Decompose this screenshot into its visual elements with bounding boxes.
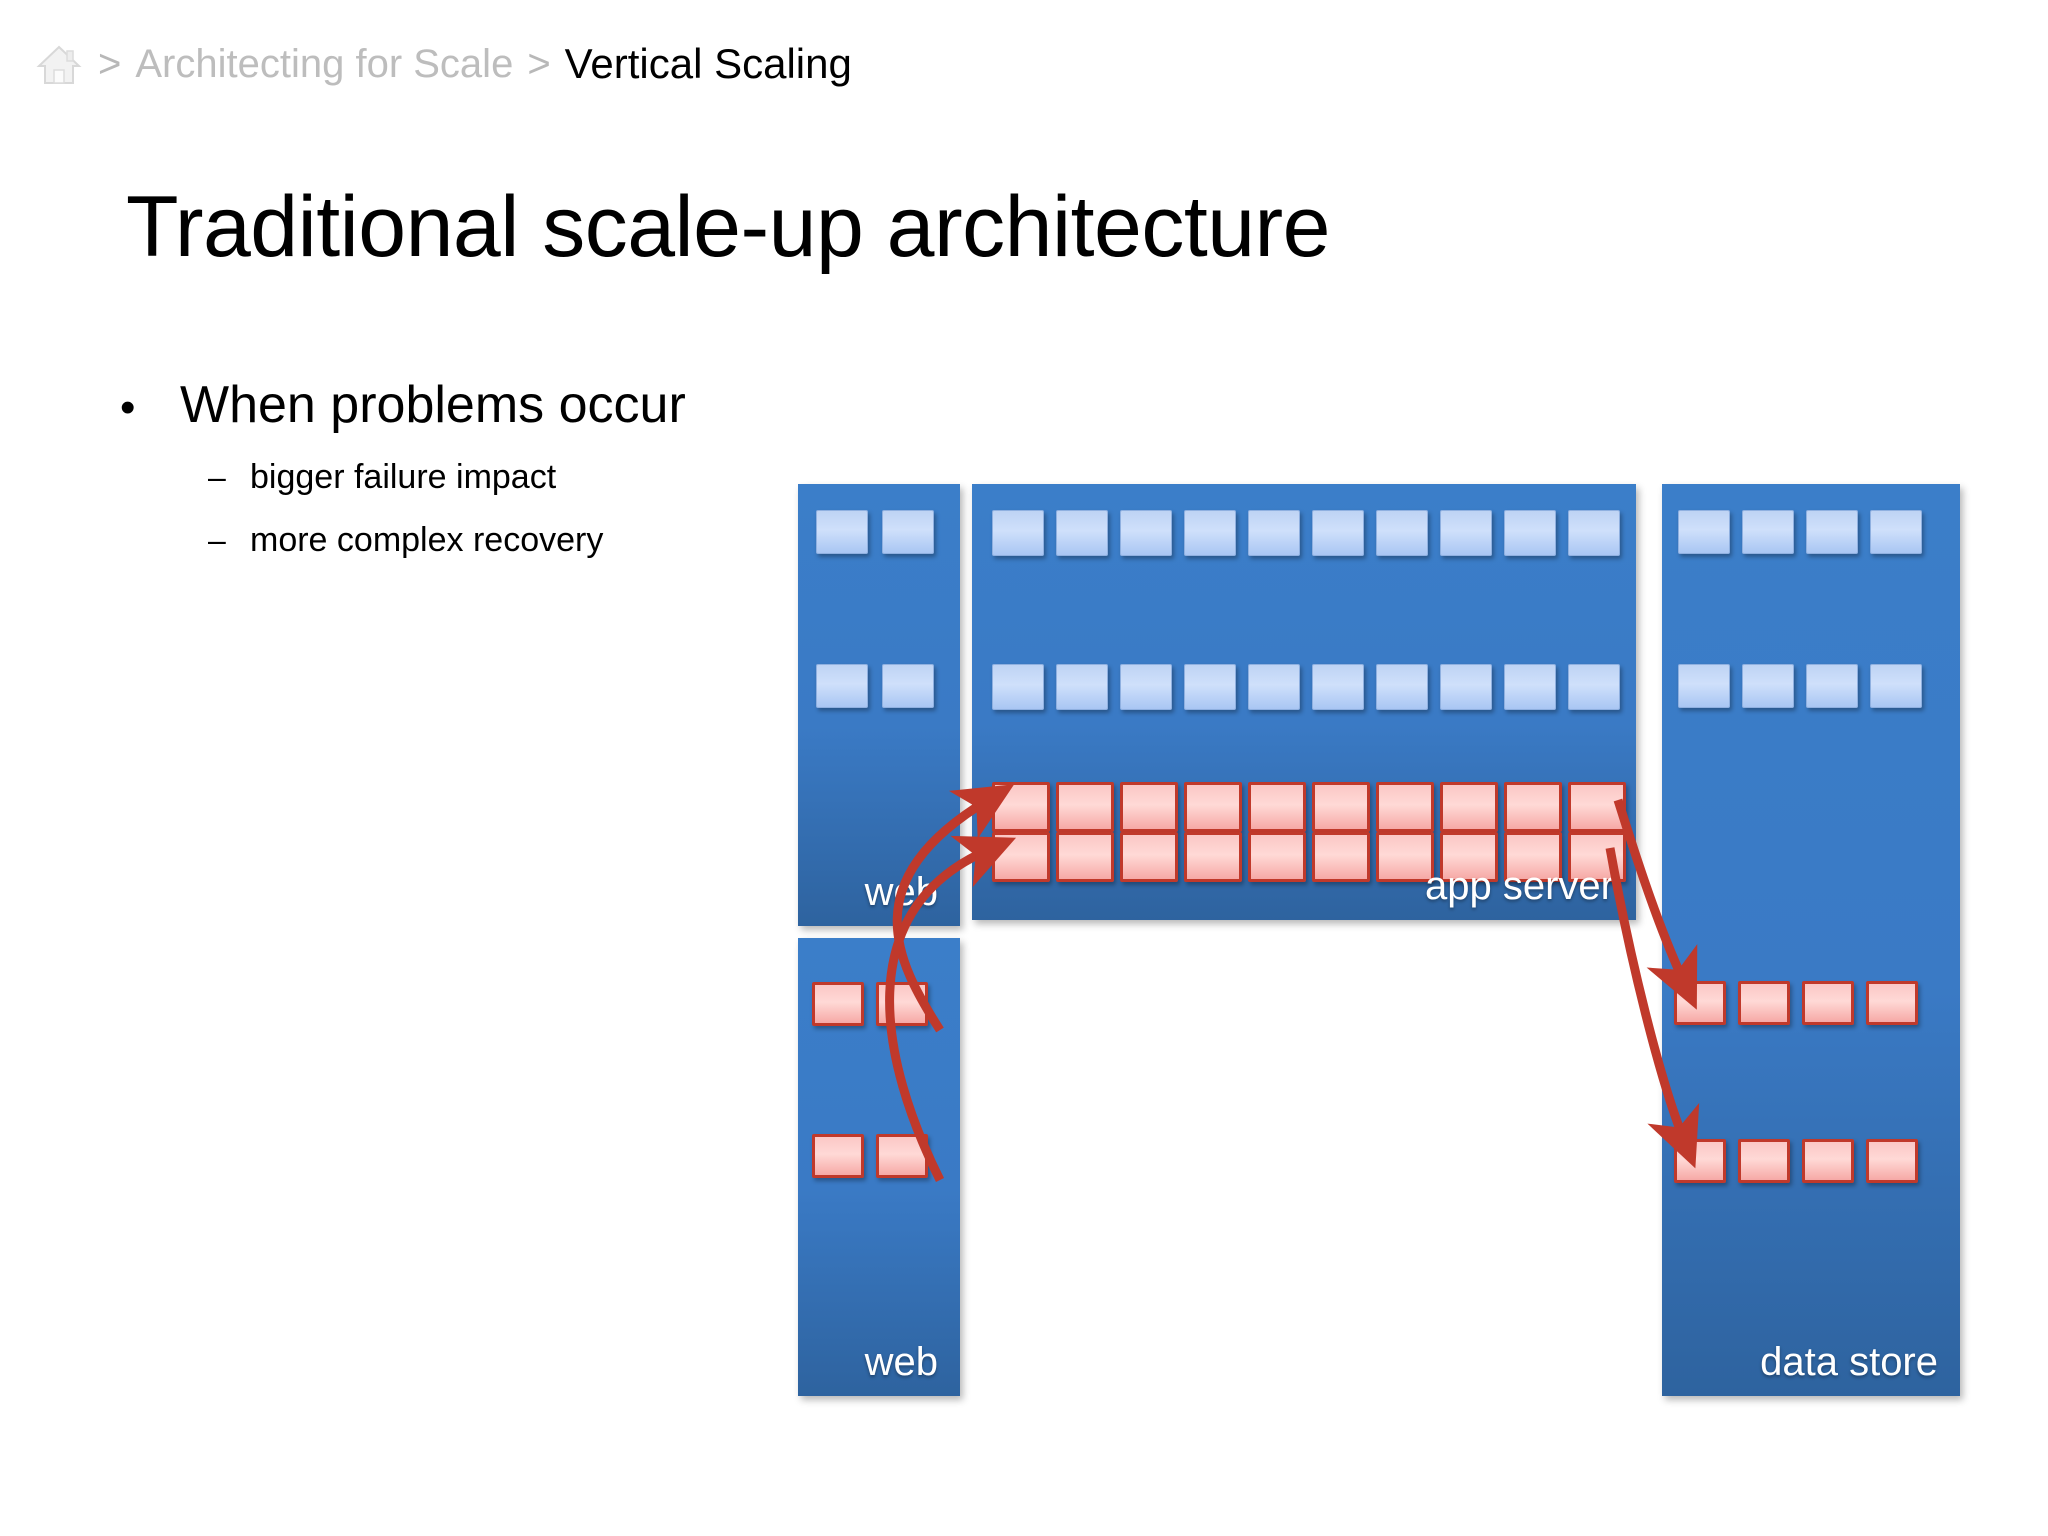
tile-ok[interactable] bbox=[1440, 510, 1492, 556]
tile-ok[interactable] bbox=[1742, 510, 1794, 554]
bullet-item-level1: • When problems occur bbox=[120, 378, 840, 433]
tile-failed[interactable] bbox=[1504, 782, 1562, 832]
tile-row bbox=[1678, 510, 1922, 554]
tile-failed[interactable] bbox=[1802, 981, 1854, 1025]
tile-failed[interactable] bbox=[1120, 782, 1178, 832]
tile-failed[interactable] bbox=[1440, 832, 1498, 882]
arrow-app-to-store-1 bbox=[1613, 798, 1698, 1010]
tile-ok[interactable] bbox=[882, 664, 934, 708]
bullet-marker: – bbox=[208, 458, 226, 495]
tile-ok[interactable] bbox=[1376, 664, 1428, 710]
tile-row bbox=[992, 782, 1626, 832]
tile-ok[interactable] bbox=[1504, 664, 1556, 710]
panel-label: web bbox=[864, 1340, 938, 1384]
tile-ok[interactable] bbox=[1056, 510, 1108, 556]
tile-failed[interactable] bbox=[1738, 981, 1790, 1025]
tile-row bbox=[1678, 664, 1922, 708]
breadcrumb-current: Vertical Scaling bbox=[564, 40, 852, 87]
bullet-text: bigger failure impact bbox=[250, 457, 557, 496]
tile-ok[interactable] bbox=[1504, 510, 1556, 556]
tile-row bbox=[992, 664, 1620, 710]
tile-failed[interactable] bbox=[1184, 832, 1242, 882]
tile-failed[interactable] bbox=[1248, 832, 1306, 882]
panel-label: data store bbox=[1760, 1340, 1938, 1384]
tile-ok[interactable] bbox=[1248, 664, 1300, 710]
tile-ok[interactable] bbox=[1678, 664, 1730, 708]
tile-row bbox=[816, 664, 934, 708]
tile-ok[interactable] bbox=[1678, 510, 1730, 554]
tile-ok[interactable] bbox=[882, 510, 934, 554]
tile-row bbox=[816, 510, 934, 554]
tile-row bbox=[992, 510, 1620, 556]
bullet-marker: – bbox=[208, 521, 226, 558]
tile-ok[interactable] bbox=[1120, 510, 1172, 556]
tile-ok[interactable] bbox=[1376, 510, 1428, 556]
breadcrumb-separator-2: > bbox=[527, 42, 551, 86]
bullet-marker: • bbox=[120, 383, 136, 432]
tile-failed[interactable] bbox=[1802, 1139, 1854, 1183]
bullet-item-level2: – more complex recovery bbox=[208, 520, 840, 559]
bullet-list: • When problems occur – bigger failure i… bbox=[120, 378, 840, 559]
tile-ok[interactable] bbox=[1806, 510, 1858, 554]
panel-web-upper[interactable]: web bbox=[798, 484, 960, 926]
tile-failed[interactable] bbox=[812, 1134, 864, 1178]
tile-ok[interactable] bbox=[992, 664, 1044, 710]
tile-failed[interactable] bbox=[1056, 832, 1114, 882]
tile-ok[interactable] bbox=[1870, 664, 1922, 708]
panel-label: app server bbox=[1425, 864, 1614, 908]
arrow-web-to-app-2 bbox=[885, 835, 1017, 1183]
tile-ok[interactable] bbox=[1742, 664, 1794, 708]
tile-failed[interactable] bbox=[1738, 1139, 1790, 1183]
tile-failed[interactable] bbox=[812, 982, 864, 1026]
tile-failed[interactable] bbox=[1312, 782, 1370, 832]
home-icon[interactable] bbox=[34, 39, 84, 89]
bullet-text: more complex recovery bbox=[250, 520, 604, 559]
tile-failed[interactable] bbox=[1376, 782, 1434, 832]
tile-failed[interactable] bbox=[1120, 832, 1178, 882]
tile-ok[interactable] bbox=[1184, 510, 1236, 556]
tile-ok[interactable] bbox=[816, 510, 868, 554]
tile-failed[interactable] bbox=[1866, 981, 1918, 1025]
tile-ok[interactable] bbox=[1312, 510, 1364, 556]
tile-ok[interactable] bbox=[1120, 664, 1172, 710]
bullet-text: When problems occur bbox=[180, 376, 686, 434]
tile-ok[interactable] bbox=[1056, 664, 1108, 710]
tile-failed[interactable] bbox=[1866, 1139, 1918, 1183]
panel-data-store[interactable]: data store bbox=[1662, 484, 1960, 1396]
tile-row bbox=[992, 832, 1626, 882]
tile-row bbox=[812, 1134, 928, 1178]
bullet-item-level2: – bigger failure impact bbox=[208, 457, 840, 496]
tile-failed[interactable] bbox=[1312, 832, 1370, 882]
tile-ok[interactable] bbox=[1440, 664, 1492, 710]
tile-ok[interactable] bbox=[1312, 664, 1364, 710]
tile-ok[interactable] bbox=[1248, 510, 1300, 556]
tile-ok[interactable] bbox=[816, 664, 868, 708]
tile-ok[interactable] bbox=[1806, 664, 1858, 708]
tile-ok[interactable] bbox=[992, 510, 1044, 556]
panel-app-server[interactable]: app server bbox=[972, 484, 1636, 920]
tile-failed[interactable] bbox=[1184, 782, 1242, 832]
tile-failed[interactable] bbox=[1440, 782, 1498, 832]
arrow-app-to-store-2 bbox=[1605, 847, 1700, 1169]
breadcrumb-parent[interactable]: Architecting for Scale bbox=[135, 42, 514, 86]
tile-failed[interactable] bbox=[1376, 832, 1434, 882]
arrow-web-to-app-1 bbox=[892, 784, 1015, 1033]
tile-failed[interactable] bbox=[1056, 782, 1114, 832]
tile-failed[interactable] bbox=[1504, 832, 1562, 882]
page-title: Traditional scale-up architecture bbox=[126, 179, 1331, 275]
breadcrumb-separator-1: > bbox=[98, 42, 122, 86]
tile-ok[interactable] bbox=[1568, 664, 1620, 710]
tile-ok[interactable] bbox=[1870, 510, 1922, 554]
breadcrumb: > Architecting for Scale > Vertical Scal… bbox=[34, 36, 852, 92]
tile-ok[interactable] bbox=[1568, 510, 1620, 556]
tile-failed[interactable] bbox=[1248, 782, 1306, 832]
tile-ok[interactable] bbox=[1184, 664, 1236, 710]
